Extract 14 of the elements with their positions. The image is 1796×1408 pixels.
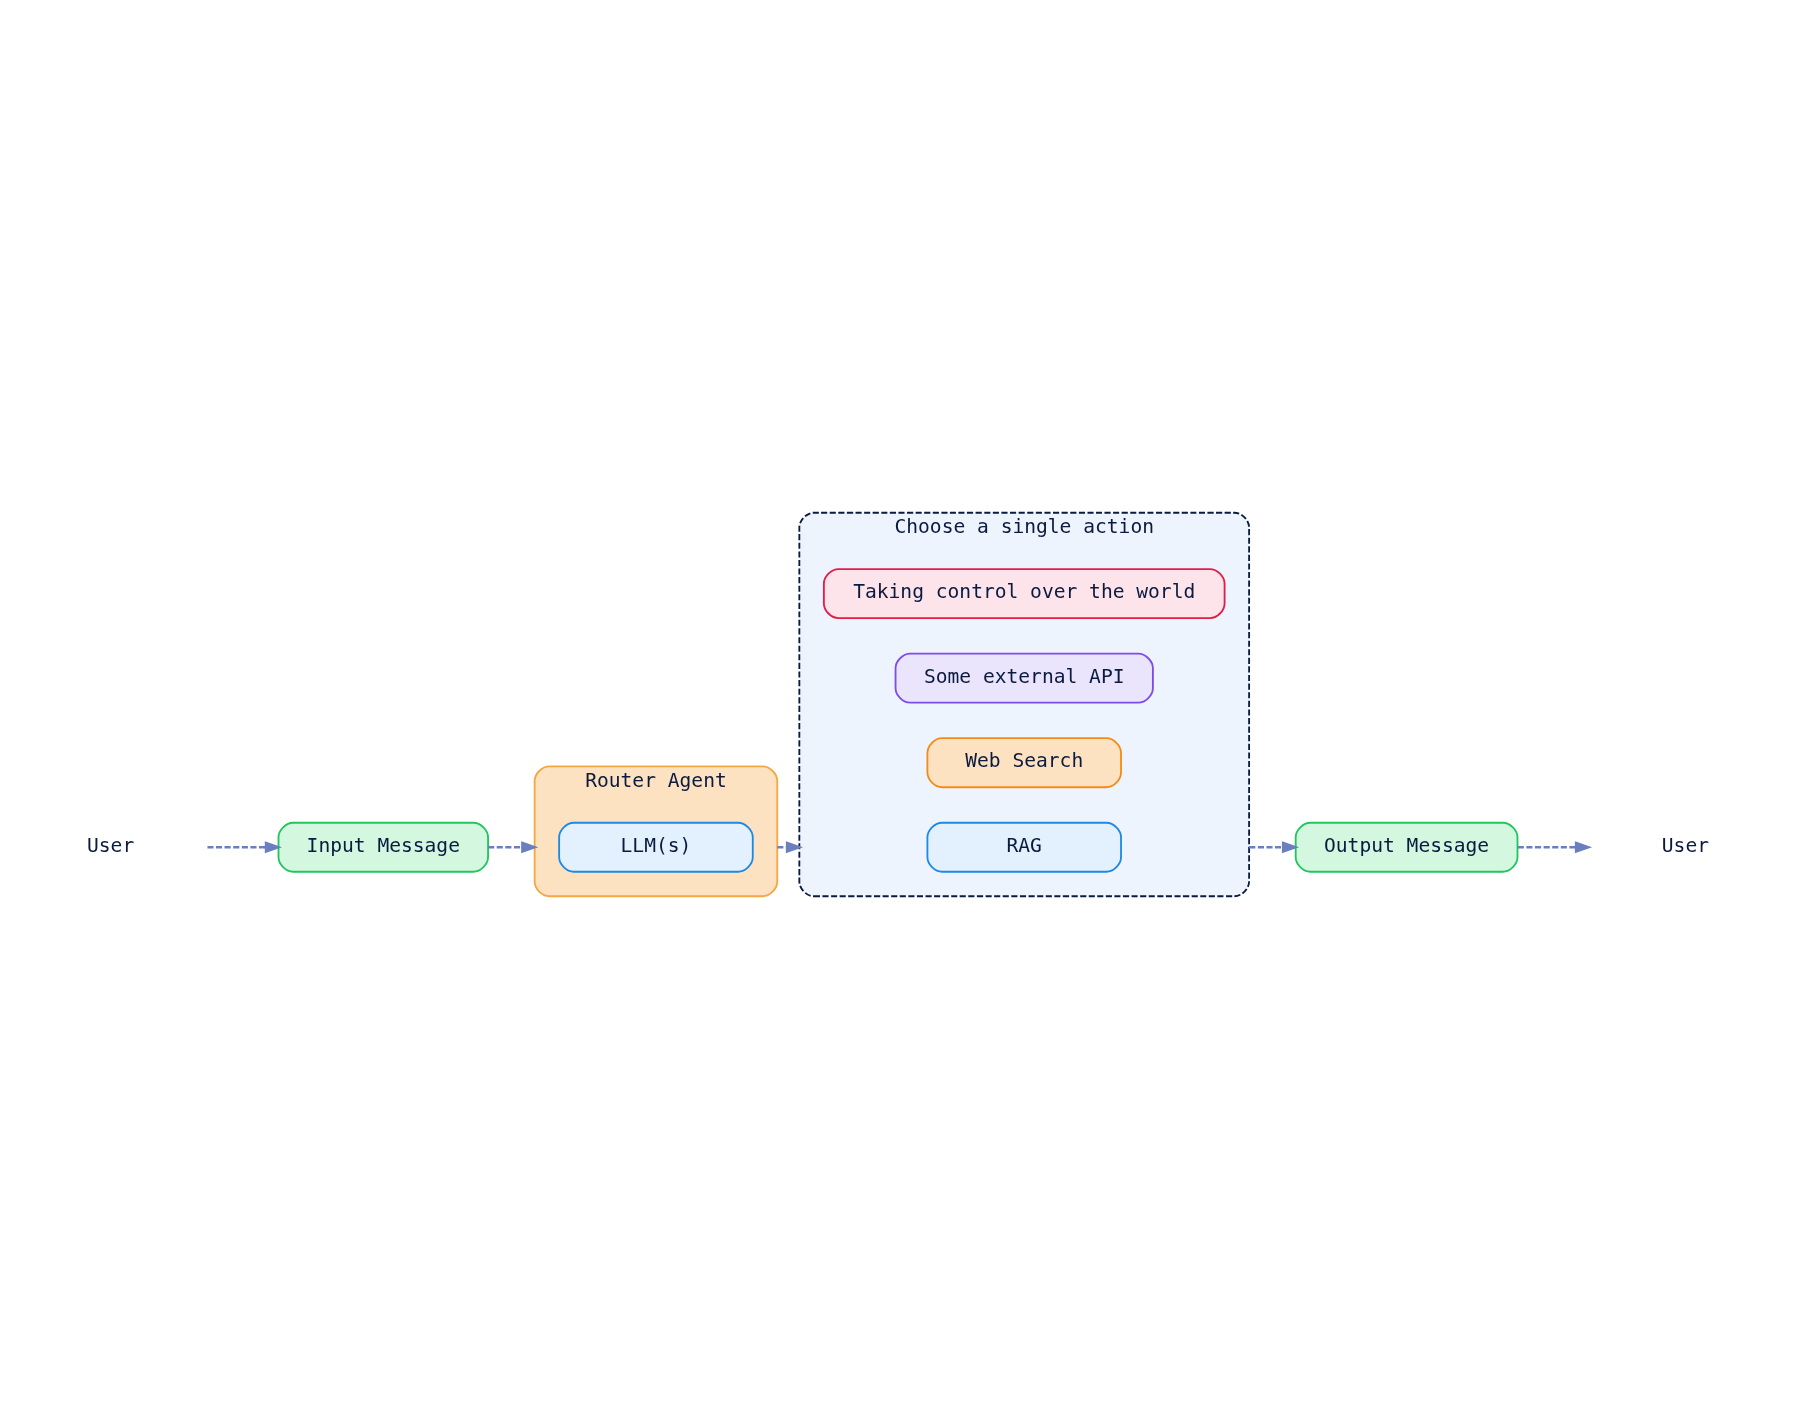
arrow: [777, 840, 804, 853]
node-box: Web Search: [926, 736, 1122, 788]
arrow: [488, 840, 539, 853]
node-box: RAG: [926, 821, 1122, 873]
node-box: Some external API: [894, 652, 1154, 704]
arrow: [1249, 840, 1300, 853]
arrow: [1517, 840, 1593, 853]
node-box: Taking control over the world: [822, 567, 1226, 619]
node-box: Input Message: [277, 821, 489, 873]
arrow: [207, 840, 282, 853]
node-box: Output Message: [1294, 821, 1519, 873]
node-box: LLM(s): [558, 821, 754, 873]
node-text: User: [1661, 833, 1709, 857]
node-text: User: [87, 833, 135, 857]
